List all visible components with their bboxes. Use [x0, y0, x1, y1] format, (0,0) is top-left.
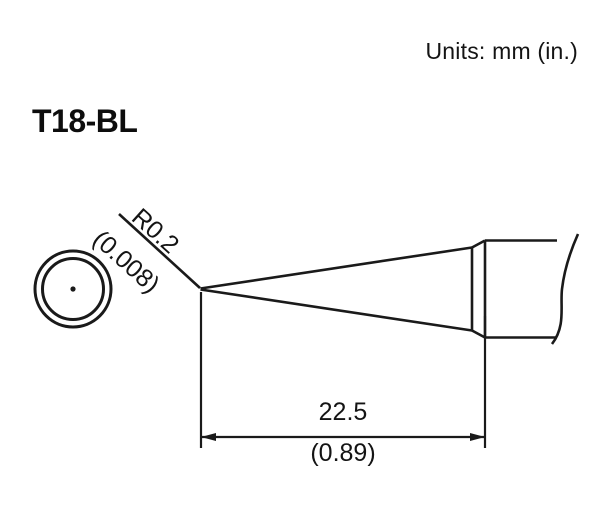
arrowhead-left	[201, 433, 216, 441]
tip-lower-taper-line	[200, 288, 473, 332]
length-dimension-mm: 22.5	[318, 398, 368, 426]
units-note: Units: mm (in.)	[425, 38, 578, 64]
shoulder-lower-step	[471, 329, 486, 339]
tip-upper-taper-line	[200, 246, 473, 290]
shoulder-upper-step	[471, 239, 486, 249]
arrowhead-right	[470, 433, 485, 441]
break-line	[550, 233, 580, 345]
length-dimension-inch: (0.89)	[310, 439, 376, 467]
side-view-profile	[200, 233, 580, 345]
radius-leader	[118, 213, 201, 289]
radius-leader-line	[118, 213, 201, 289]
end-view-center-dot	[70, 286, 76, 292]
length-dimension	[199, 292, 487, 448]
end-view-outer-circle	[33, 249, 113, 329]
end-view-inner-circle	[41, 257, 105, 321]
end-view-circles	[33, 249, 113, 329]
page-title: T18-BL	[32, 103, 138, 139]
dimension-arrowheads	[201, 433, 485, 441]
